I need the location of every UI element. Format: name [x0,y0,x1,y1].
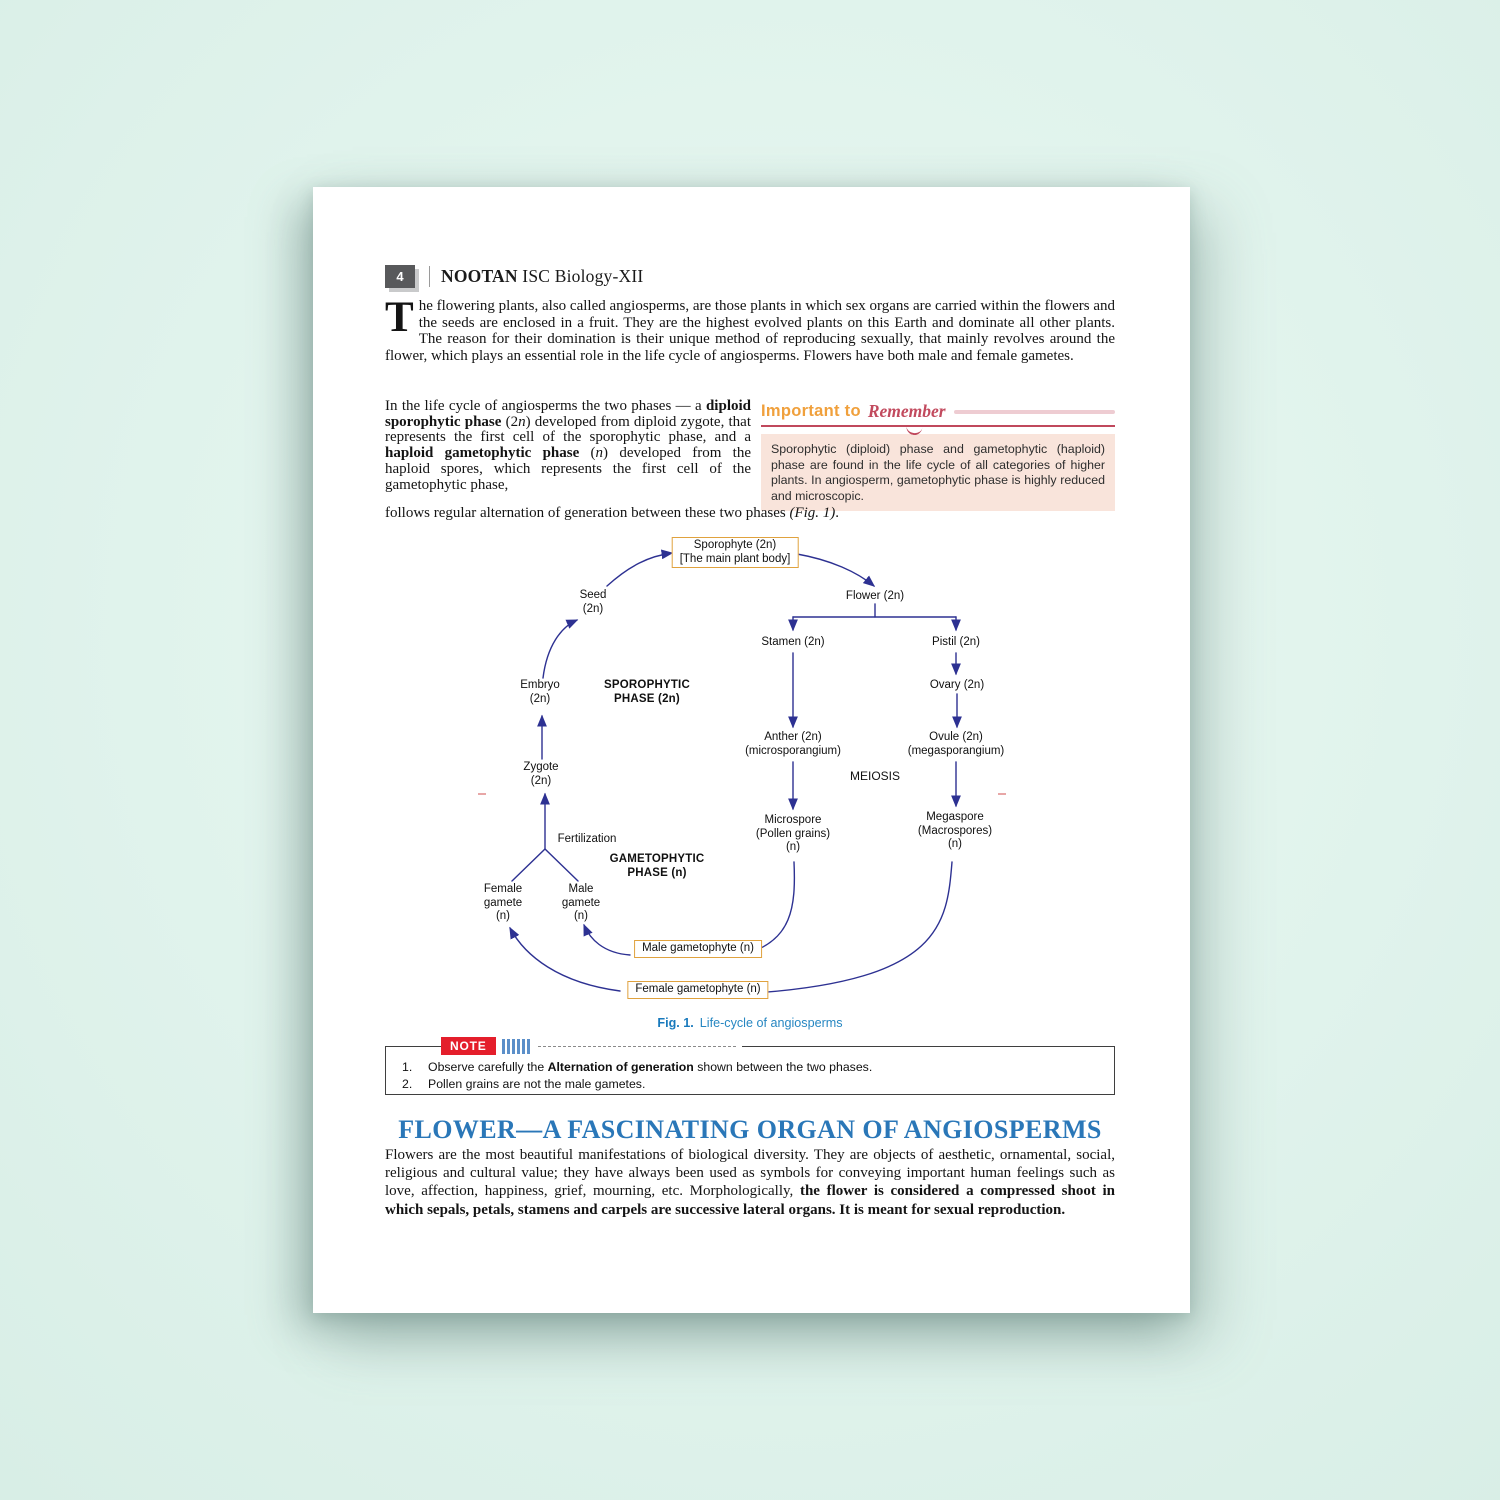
note-item: 2. Pollen grains are not the male gamete… [386,1076,1114,1093]
page-header: 4 NOOTAN ISC Biology-XII [385,265,1115,288]
note-tab: NOTE [441,1037,742,1055]
arrow-megaspore-to-female-gametophyte [753,861,953,998]
arrow-male-gametophyte-to-male-gamete [583,923,631,956]
node-microspore: Microspore (Pollen grains) (n) [755,814,831,854]
book-title-bold: NOOTAN [441,266,518,286]
book-title: NOOTAN ISC Biology-XII [441,266,643,287]
note-item: 1. Observe carefully the Alternation of … [386,1059,1114,1076]
arrow-female-gametophyte-to-female-gamete [509,926,621,992]
node-sporophyte: Sporophyte (2n) [The main plant body] [671,537,799,569]
note-item-text: Pollen grains are not the male gametes. [428,1076,646,1091]
figure-caption: Fig. 1. Life-cycle of angiosperms [385,1016,1115,1030]
node-megaspore: Megaspore (Macrospores) (n) [917,811,993,851]
important-heading-script: Remember [867,401,946,421]
note-bars-icon [501,1038,530,1054]
important-heading-orange: Important to [761,402,861,420]
important-to-remember: Important to Remember Sporophytic (diplo… [761,401,1115,512]
diagram-arrows-svg [509,549,962,998]
arrow-sporophyte-to-flower [796,553,876,587]
note-item-text: Observe carefully the Alternation of gen… [428,1060,873,1074]
node-zygote: Zygote (2n) [523,761,559,787]
label-gametophytic-phase: GAMETOPHYTIC PHASE (n) [609,853,705,879]
label-fertilization: Fertilization [557,833,617,845]
drop-cap: T [385,294,414,341]
crop-mark-left [478,793,486,795]
crop-mark-right [998,793,1006,795]
node-female-gametophyte: Female gametophyte (n) [627,981,769,999]
section-heading: FLOWER—A FASCINATING ORGAN OF ANGIOSPERM… [398,1115,1102,1144]
closing-paragraph: Flowers are the most beautiful manifesta… [385,1147,1115,1218]
note-dashed-rule [537,1045,736,1047]
label-sporophytic-phase: SPOROPHYTIC PHASE (2n) [604,679,690,705]
follows-line: follows regular alternation of generatio… [385,505,840,521]
lifecycle-paragraph: In the life cycle of angiosperms the two… [385,398,752,493]
figure-caption-label: Fig. 1. [657,1016,694,1030]
intro-text: he flowering plants, also called angiosp… [385,298,1115,364]
node-flower: Flower (2n) [845,590,905,602]
note-items: 1. Observe carefully the Alternation of … [386,1047,1114,1092]
node-ovule: Ovule (2n) (megasporangium) [907,731,1005,757]
important-heading: Important to Remember [761,401,1115,422]
connector-gametes-to-fertilization [511,848,579,882]
header-divider [429,266,430,287]
lifecycle-diagram: Sporophyte (2n) [The main plant body] Se… [385,532,1115,1014]
node-ovary: Ovary (2n) [929,679,985,691]
node-anther: Anther (2n) (microsporangium) [745,731,841,757]
label-meiosis: MEIOSIS [849,769,901,783]
page-number-badge: 4 [385,265,415,288]
important-heading-rule-right [953,409,1115,414]
figure-caption-text: Life-cycle of angiosperms [699,1016,843,1030]
arrow-embryo-to-seed [542,619,579,679]
important-heading-rule [761,423,1115,437]
note-box: NOTE 1. Observe carefully the Alternatio… [385,1037,1115,1095]
arrow-seed-to-sporophyte [606,549,674,587]
note-item-number: 2. [402,1076,413,1091]
node-embryo: Embryo (2n) [520,679,560,705]
note-item-number: 1. [402,1060,413,1074]
node-male-gamete: Male gamete (n) [561,883,601,923]
important-box: Sporophytic (diploid) phase and gametoph… [761,434,1115,512]
node-stamen: Stamen (2n) [761,636,825,648]
node-seed: Seed (2n) [579,589,607,615]
node-male-gametophyte: Male gametophyte (n) [634,940,762,958]
note-badge: NOTE [441,1037,496,1055]
book-title-rest: ISC Biology-XII [517,266,644,286]
node-pistil: Pistil (2n) [932,636,980,648]
node-female-gamete: Female gamete (n) [483,883,523,923]
